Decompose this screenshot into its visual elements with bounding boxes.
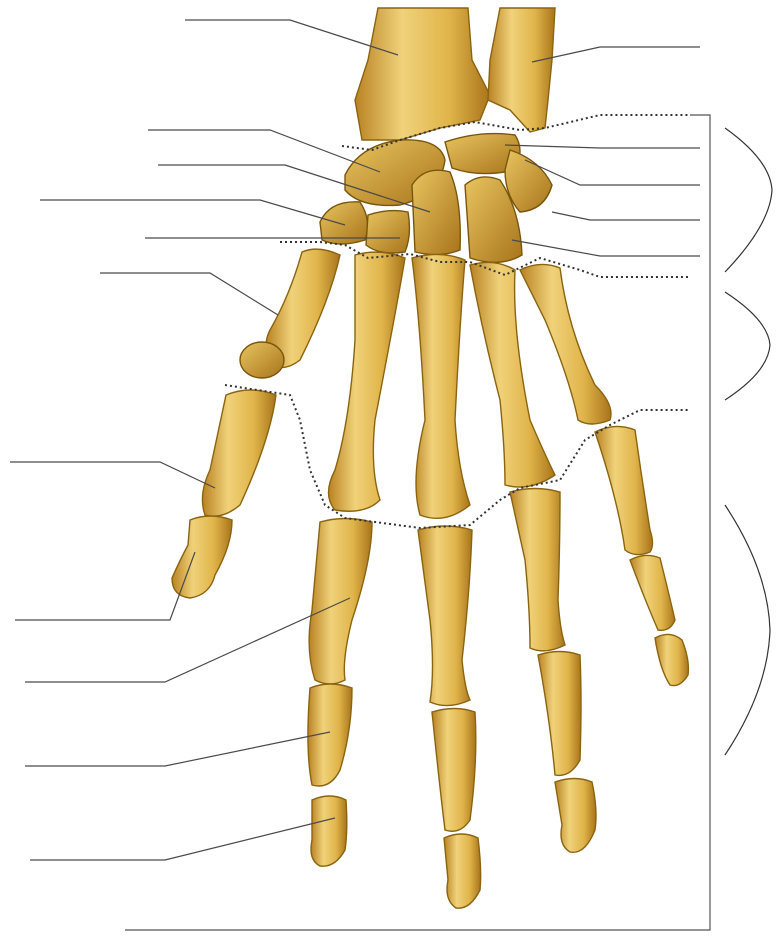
leader-distal-phalanx — [30, 818, 335, 860]
radius-bone — [355, 8, 490, 140]
ring-middle-phalanx — [538, 652, 581, 776]
leader-ulna — [532, 47, 700, 62]
ring-distal-phalanx — [555, 779, 596, 853]
carpal-bones — [320, 134, 552, 263]
middle-distal-phalanx — [444, 834, 481, 908]
leader-thumb-metacarpal — [100, 273, 278, 315]
leader-scaphoid — [148, 130, 380, 172]
metacarpus-bracket — [725, 292, 770, 400]
little-metacarpal — [520, 264, 611, 424]
trapezoid-bone — [366, 211, 409, 254]
index-proximal-phalanx — [309, 519, 372, 685]
little-proximal-phalanx — [595, 426, 653, 554]
index-metacarpal — [329, 252, 406, 511]
little-middle-phalanx — [630, 555, 675, 630]
sesamoid-bone — [240, 342, 284, 378]
index-finger-bones — [308, 252, 405, 866]
ulna-bone — [488, 8, 555, 132]
little-distal-phalanx — [655, 634, 688, 685]
middle-proximal-phalanx — [418, 526, 472, 706]
leader-trapezium — [40, 200, 345, 225]
index-distal-phalanx — [311, 796, 347, 866]
middle-finger-bones — [412, 254, 481, 908]
thumb-distal-phalanx — [172, 516, 232, 598]
capitate-bone — [412, 170, 460, 254]
carpus-bracket — [725, 128, 772, 272]
middle-metacarpal — [412, 254, 470, 518]
leader-thumb-distal — [15, 552, 195, 620]
leader-proximal-phalanx — [25, 598, 350, 682]
middle-middle-phalanx — [432, 709, 476, 832]
leader-triquetrum — [525, 160, 700, 185]
leader-hamate — [512, 240, 700, 256]
thumb-proximal-phalanx — [202, 390, 276, 516]
leader-radius — [185, 20, 398, 55]
phalanges-bracket — [725, 505, 770, 755]
ring-proximal-phalanx — [510, 489, 565, 651]
leader-lunate — [505, 145, 700, 148]
leader-middle-phalanx — [25, 732, 330, 766]
leader-pisiform — [552, 212, 700, 220]
leader-thumb-proximal — [10, 462, 215, 488]
